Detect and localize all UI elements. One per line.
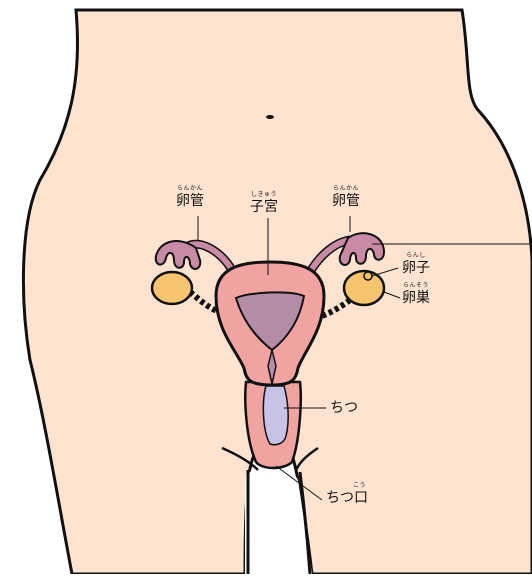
text-right-tube: 卵管	[332, 194, 360, 208]
text-left-tube: 卵管	[176, 194, 204, 208]
left-ovary	[152, 272, 192, 304]
text-vagina: ちつ	[330, 401, 358, 415]
ruby-right-tube: らんかん	[332, 186, 360, 192]
text-ovary: 卵巣	[402, 291, 430, 305]
label-egg: らんし 卵子	[402, 253, 430, 275]
egg-cell	[364, 272, 372, 280]
text-uterus: 子宮	[250, 200, 278, 214]
label-opening: こう ちつ口	[326, 483, 368, 505]
ruby-left-tube: らんかん	[176, 186, 204, 192]
text-egg: 卵子	[402, 261, 430, 275]
label-ovary: らんそう 卵巣	[402, 283, 430, 305]
ruby-uterus: しきゅう	[250, 192, 278, 198]
ruby-opening: こう	[326, 483, 368, 489]
ruby-ovary: らんそう	[402, 283, 430, 289]
vagina-inner	[263, 386, 288, 445]
label-left-tube: らんかん 卵管	[176, 186, 204, 208]
label-uterus: しきゅう 子宮	[250, 192, 278, 214]
left-fimbriae	[156, 241, 201, 269]
label-vagina: ちつ	[330, 401, 358, 415]
ruby-egg: らんし	[402, 253, 430, 259]
text-opening: ちつ口	[326, 491, 368, 505]
navel	[266, 115, 274, 119]
label-right-tube: らんかん 卵管	[332, 186, 360, 208]
